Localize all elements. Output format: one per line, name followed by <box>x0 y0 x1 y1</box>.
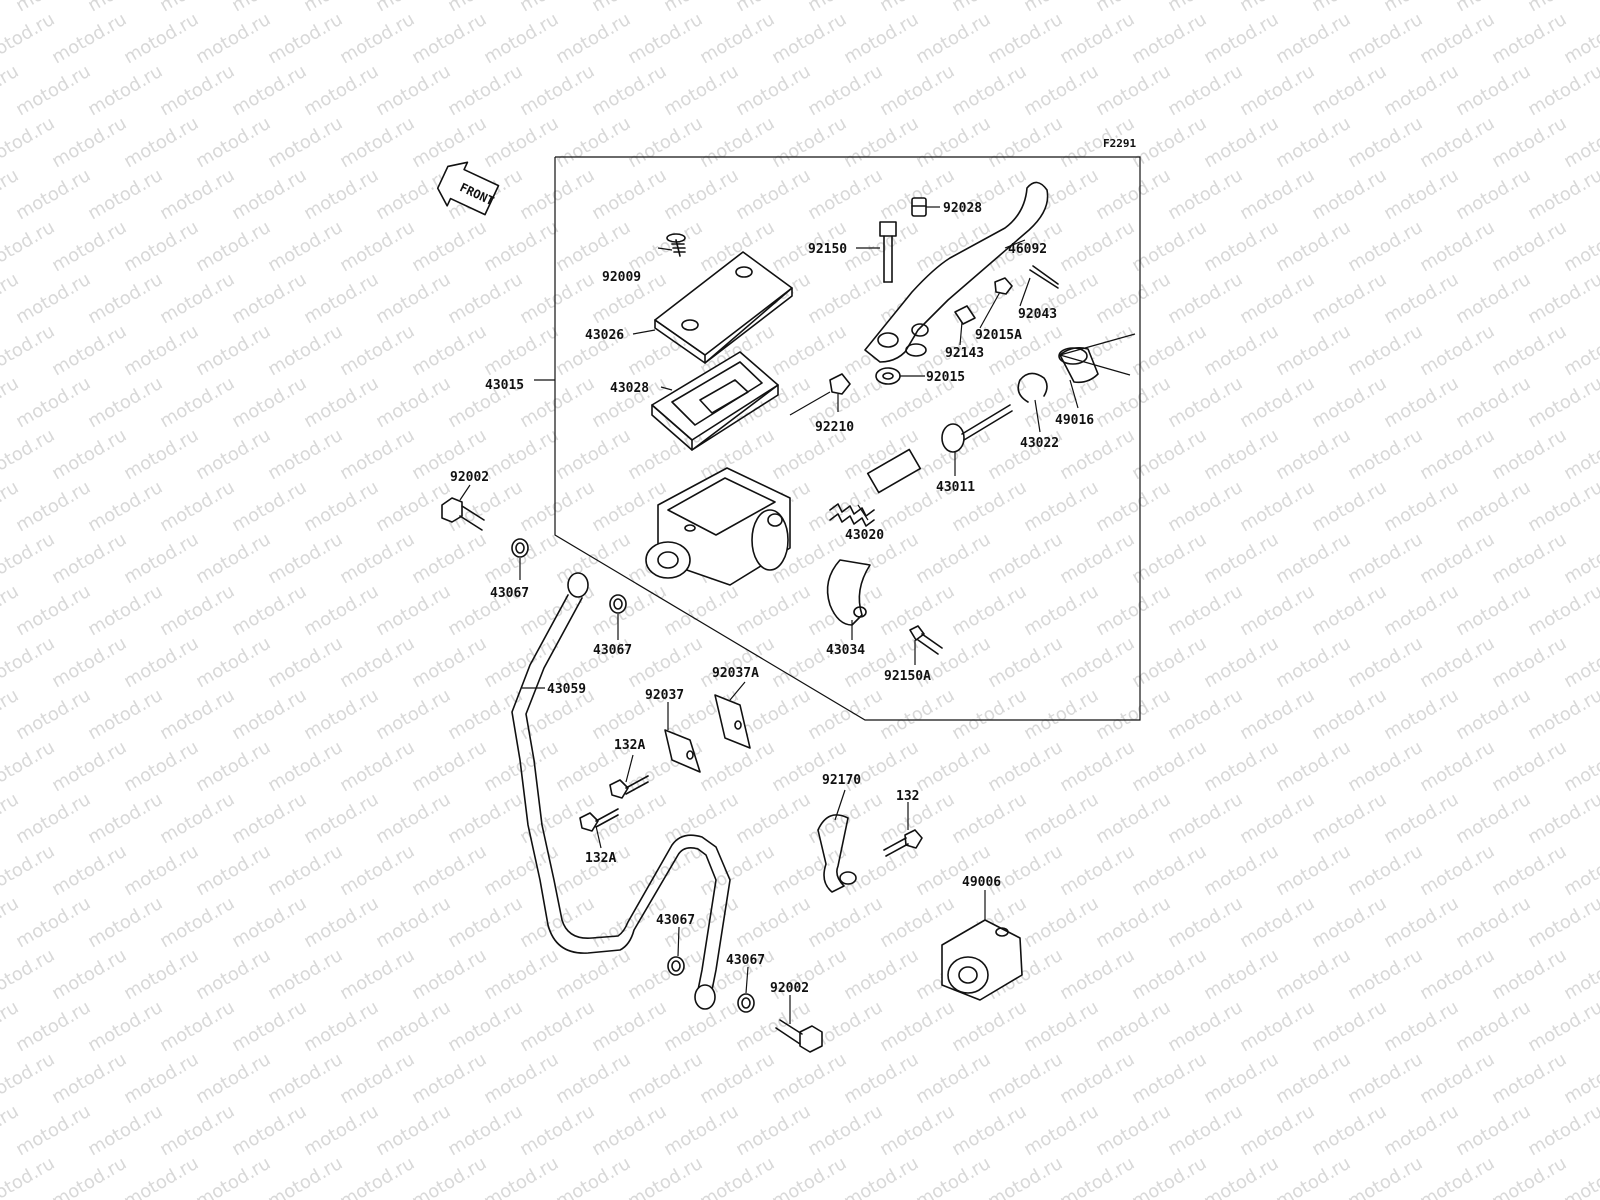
label-43011: 43011 <box>936 480 975 495</box>
brake-hose-part <box>511 572 731 1010</box>
banjo-bolt-bottom-part <box>775 1019 823 1053</box>
washer-43067-part <box>511 538 755 1013</box>
label-92143: 92143 <box>945 346 984 361</box>
label-92015a: 92015A <box>975 328 1022 343</box>
label-43067-d: 43067 <box>726 953 765 968</box>
hose-clamp-part <box>664 694 751 773</box>
circlip-part <box>1017 372 1048 403</box>
label-92043: 92043 <box>1018 307 1057 322</box>
push-rod-part <box>941 404 1013 453</box>
pivot-bolt-part <box>879 221 897 283</box>
label-132a-lower: 132A <box>585 851 616 866</box>
label-43028: 43028 <box>610 381 649 396</box>
label-43022: 43022 <box>1020 436 1059 451</box>
screw-part <box>666 233 686 257</box>
label-46092: 46092 <box>1008 242 1047 257</box>
adjuster-nut-part <box>911 197 927 217</box>
label-92002-bottom: 92002 <box>770 981 809 996</box>
label-49016: 49016 <box>1055 413 1094 428</box>
bracket-part <box>817 814 857 893</box>
label-132: 132 <box>896 789 919 804</box>
label-92170: 92170 <box>822 773 861 788</box>
label-43026: 43026 <box>585 328 624 343</box>
nut-92015a-part <box>994 277 1013 295</box>
front-arrow-icon: FRONT <box>436 161 500 216</box>
label-43020: 43020 <box>845 528 884 543</box>
label-92150a: 92150A <box>884 669 931 684</box>
bolt-132-part <box>883 829 923 857</box>
label-49006: 49006 <box>962 875 1001 890</box>
figure-code: F2291 <box>1103 137 1136 150</box>
assembly-outline <box>554 156 1141 721</box>
label-92037a: 92037A <box>712 666 759 681</box>
label-43034: 43034 <box>826 643 865 658</box>
reservoir-cap-part <box>654 251 793 364</box>
label-92150: 92150 <box>808 242 847 257</box>
clamp-bolt-part <box>909 625 943 655</box>
label-43067-c: 43067 <box>656 913 695 928</box>
nut-92210-part <box>829 373 851 395</box>
piston-assembly-part <box>829 448 922 527</box>
label-43067-a: 43067 <box>490 586 529 601</box>
bolt-132a-part <box>579 775 649 832</box>
label-92015: 92015 <box>926 370 965 385</box>
brake-switch-part <box>941 919 1023 1001</box>
spacer-part <box>954 305 976 325</box>
leader-lines <box>459 206 1136 1024</box>
cotter-pin-part <box>1029 265 1059 289</box>
part-labels: 92028 92150 46092 92009 92043 92015A 430… <box>450 201 1094 996</box>
banjo-bolt-top-part <box>441 497 485 531</box>
dust-boot-part <box>1058 347 1099 384</box>
label-43059: 43059 <box>547 682 586 697</box>
label-92037: 92037 <box>645 688 684 703</box>
clamp-part <box>826 559 871 626</box>
master-cylinder-body-part <box>645 467 791 586</box>
label-92028: 92028 <box>943 201 982 216</box>
washer-92015-part <box>875 367 901 385</box>
label-43015: 43015 <box>485 378 524 393</box>
diaphragm-part <box>651 351 779 451</box>
label-92210: 92210 <box>815 420 854 435</box>
label-43067-b: 43067 <box>593 643 632 658</box>
label-92002-top: 92002 <box>450 470 489 485</box>
label-132a-upper: 132A <box>614 738 645 753</box>
brake-lever-part <box>864 181 1049 363</box>
label-92009: 92009 <box>602 270 641 285</box>
